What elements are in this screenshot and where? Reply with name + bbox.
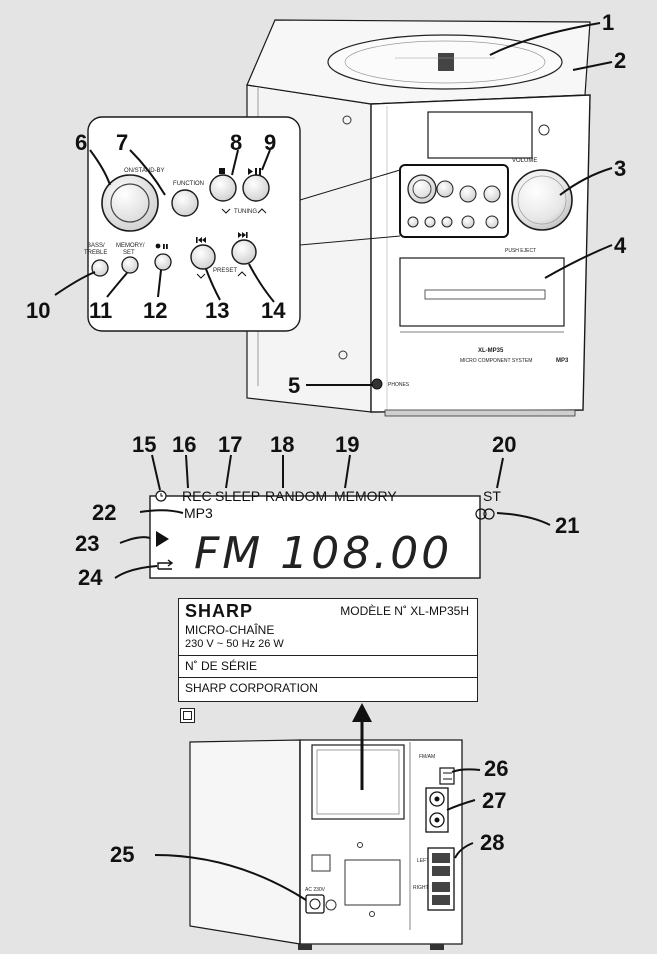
memory-indicator: MEMORY [334,488,397,504]
callout-7: 7 [116,130,128,155]
push-eject-label: PUSH EJECT [505,248,536,254]
ac-label: AC 230V [305,887,326,893]
bass-label: BASS/ [87,243,105,249]
callout-3: 3 [614,156,626,181]
double-insulation-icon [180,708,195,723]
frequency-readout: FM 108.00 [194,528,452,579]
callout-6: 6 [75,130,87,155]
callout-23: 23 [75,531,99,556]
callout-16: 16 [172,432,196,457]
stop-button[interactable] [209,174,237,202]
callout-19: 19 [335,432,359,457]
callout-5: 5 [288,373,300,398]
control-panel-zoom: ON/STAND-BY FUNCTION TUNING BASS/ TREBLE… [84,116,401,332]
memory-label: MEMORY/ [116,243,145,249]
power-button[interactable] [101,174,159,232]
function-button[interactable] [171,189,199,217]
prev-preset-button[interactable] [190,244,216,270]
tuning-label: TUNING [234,209,257,215]
play-pause-button[interactable] [242,174,270,202]
tuned-stereo-icon [475,508,487,520]
rating-plate: SHARP MODÈLE N˚ XL-MP35H MICRO-CHAÎNE 23… [178,598,478,702]
speaker-right-label: RIGHT [413,885,429,891]
lcd-display: REC SLEEP RANDOM MEMORY ST MP3 FM 108.00 [149,488,501,579]
treble-label: TREBLE [84,250,107,256]
callout-13: 13 [205,298,229,323]
sleep-indicator: SLEEP [215,488,260,504]
mp3-indicator: MP3 [184,505,213,521]
next-preset-button[interactable] [231,239,257,265]
callout-numbers: 1 2 3 4 5 6 7 8 9 10 11 12 13 14 15 16 1… [26,10,627,867]
callout-10: 10 [26,298,50,323]
rec-indicator: REC [182,488,212,504]
function-label: FUNCTION [173,181,204,187]
memory-set-button[interactable] [121,256,139,274]
repeat-icon [157,559,174,570]
label-location-arrow [352,703,372,790]
mp3-badge: MP3 [556,358,569,364]
stereo-unit-rear: AC 230V FM/AM LEFT RIGHT [189,739,463,950]
ac-power-inlet[interactable] [305,894,325,914]
headphone-jack[interactable] [371,378,383,390]
model-number: MODÈLE N˚ XL-MP35H [340,604,469,618]
speaker-left-label: LEFT [417,858,429,864]
callout-14: 14 [261,298,286,323]
callout-2: 2 [614,48,626,73]
on-standby-label: ON/STAND-BY [124,168,165,174]
front-display-window [427,111,533,159]
preset-label: PRESET [213,268,237,274]
serial-row: N˚ DE SÉRIE [179,655,477,677]
callout-21: 21 [555,513,579,538]
callout-26: 26 [484,756,508,781]
callout-25: 25 [110,842,134,867]
stereo-indicator: ST [483,488,501,504]
callout-28: 28 [480,830,504,855]
record-pause-button[interactable] [154,253,172,271]
callout-15: 15 [132,432,156,457]
callout-4: 4 [614,233,627,258]
callout-18: 18 [270,432,294,457]
volume-label: VOLUME [512,158,537,164]
callout-24: 24 [78,565,103,590]
set-label: SET [123,250,135,256]
callout-12: 12 [143,298,167,323]
phones-label: PHONES [388,382,410,388]
callout-leaders [54,22,613,901]
callout-20: 20 [492,432,516,457]
model-label: XL-MP35 [478,348,504,354]
brand-logo: SHARP [185,601,254,621]
callout-8: 8 [230,130,242,155]
callout-22: 22 [92,500,116,525]
play-indicator-icon [156,531,169,547]
callout-27: 27 [482,788,506,813]
callout-17: 17 [218,432,242,457]
antenna-terminal[interactable] [439,767,455,785]
system-label: MICRO COMPONENT SYSTEM [460,358,532,364]
antenna-label: FM/AM [419,754,435,760]
random-indicator: RANDOM [265,488,327,504]
callout-1: 1 [602,10,614,35]
rear-label-area [311,744,405,820]
callout-9: 9 [264,130,276,155]
product-name: MICRO-CHAÎNE [185,623,275,637]
volume-knob[interactable] [511,169,573,231]
maker-row: SHARP CORPORATION [179,677,477,699]
callout-11: 11 [89,298,112,323]
bass-treble-button[interactable] [91,259,109,277]
power-rating: 230 V ~ 50 Hz 26 W [185,638,284,650]
